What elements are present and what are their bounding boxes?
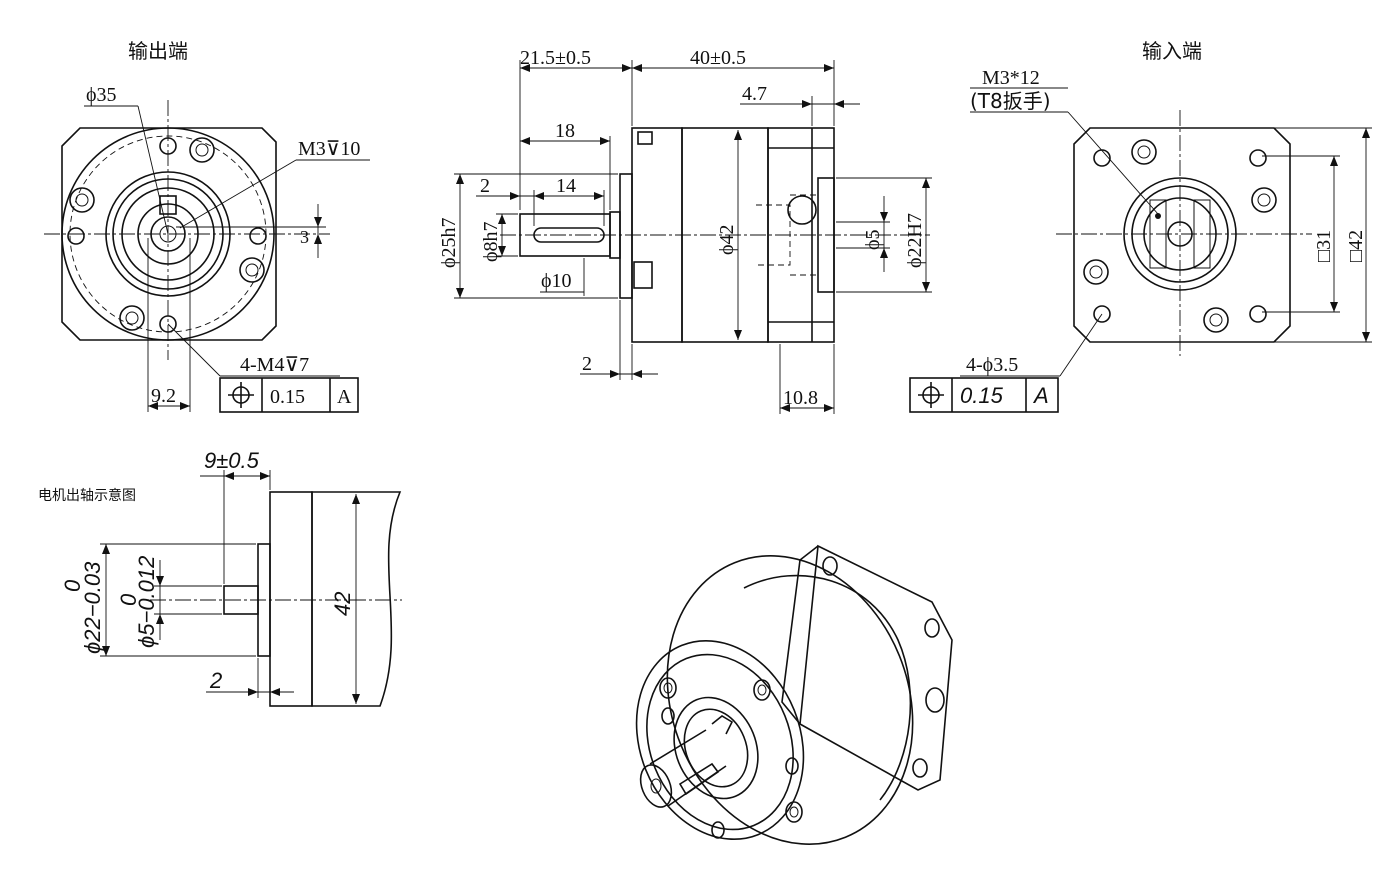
iso-flange: [799, 544, 953, 791]
output-flange: [61, 127, 277, 341]
input-flange-square: [1073, 127, 1291, 343]
dim-4-phi3-5: 4-ϕ3.5: [966, 354, 1018, 376]
motor-body-break: [311, 491, 402, 707]
dim-18: 18: [555, 120, 575, 142]
dim-m3x12: M3*12: [982, 67, 1040, 89]
tol-datum-input: A: [1032, 383, 1049, 408]
output-end-title: 输出端: [128, 39, 188, 63]
clamp-screw: [787, 195, 817, 225]
mounting-hole-icon: [1093, 149, 1267, 323]
dim-phi5-motor: ϕ5−0.012: [134, 556, 159, 648]
side-view: 21.5±0.5 40±0.5 4.7 18 2 14 ϕ25h7 ϕ8h7: [438, 47, 932, 414]
dim-m3-thread: M3⊽10: [298, 138, 360, 160]
dim-14: 14: [556, 175, 576, 197]
dim-phi22H7: ϕ22H7: [904, 213, 926, 268]
position-symbol-icon: [918, 382, 944, 408]
tol-value: 0.15: [270, 386, 305, 408]
dim-9-2: 9.2: [151, 385, 176, 407]
dim-phi5: ϕ5: [862, 229, 884, 250]
dim-phi22-upper: 0: [60, 579, 85, 592]
position-symbol-icon: [228, 382, 254, 408]
dim-phi8h7: ϕ8h7: [480, 221, 502, 262]
dim-t8-wrench: (T8扳手): [970, 89, 1051, 113]
input-end-view: 输入端 M3*12 (T8扳手): [909, 39, 1372, 413]
output-end-view: 输出端 ϕ35: [44, 39, 370, 413]
dim-phi5-upper: 0: [116, 593, 141, 606]
dim-phi35: ϕ35: [86, 84, 117, 106]
iso-bearing: [673, 696, 759, 800]
iso-front-face: [635, 639, 805, 841]
iso-key: [678, 762, 720, 796]
dim-3: 3: [300, 227, 309, 247]
dim-21-5: 21.5±0.5: [520, 47, 591, 69]
dim-10-8: 10.8: [783, 387, 818, 409]
iso-screw-icon: [659, 677, 803, 839]
dim-4-7: 4.7: [742, 83, 767, 105]
iso-clamp-access: [925, 687, 945, 713]
dim-sq31: □31: [1313, 230, 1335, 262]
dim-phi42: ϕ42: [716, 224, 738, 255]
motor-shaft-title: 电机出轴示意图: [38, 487, 136, 504]
dim-phi22: ϕ22−0.03: [80, 561, 105, 654]
torx-screw-icon: [69, 137, 265, 331]
clamp-ring: [1143, 197, 1217, 271]
dim-42-motor: 42: [330, 592, 355, 616]
dim-sq42: □42: [1345, 230, 1367, 262]
dim-phi25h7: ϕ25h7: [438, 217, 460, 268]
motor-shaft-diagram: 电机出轴示意图 9±0.5 ϕ22−0.03 0 ϕ5−0.012 0 2: [38, 448, 402, 707]
tolerance-frame: [219, 377, 359, 413]
tolerance-frame-input: [909, 377, 1059, 413]
dim-4-m4: 4-M4⊽7: [240, 354, 309, 376]
dim-2-motor: 2: [209, 668, 222, 693]
tol-value-input: 0.15: [960, 383, 1004, 408]
dim-40: 40±0.5: [690, 47, 746, 69]
input-end-title: 输入端: [1142, 39, 1202, 63]
dim-2-bottom: 2: [582, 353, 592, 375]
isometric-view: [635, 544, 953, 845]
dim-2-top: 2: [480, 175, 490, 197]
motor-flange: [269, 491, 313, 707]
iso-body-rear: [666, 555, 914, 845]
tol-datum: A: [337, 386, 352, 408]
shoulder-25: [619, 173, 633, 299]
torx-screw-icon: [1083, 139, 1277, 333]
dim-phi10: ϕ10: [541, 270, 572, 292]
dim-9: 9±0.5: [204, 448, 260, 473]
